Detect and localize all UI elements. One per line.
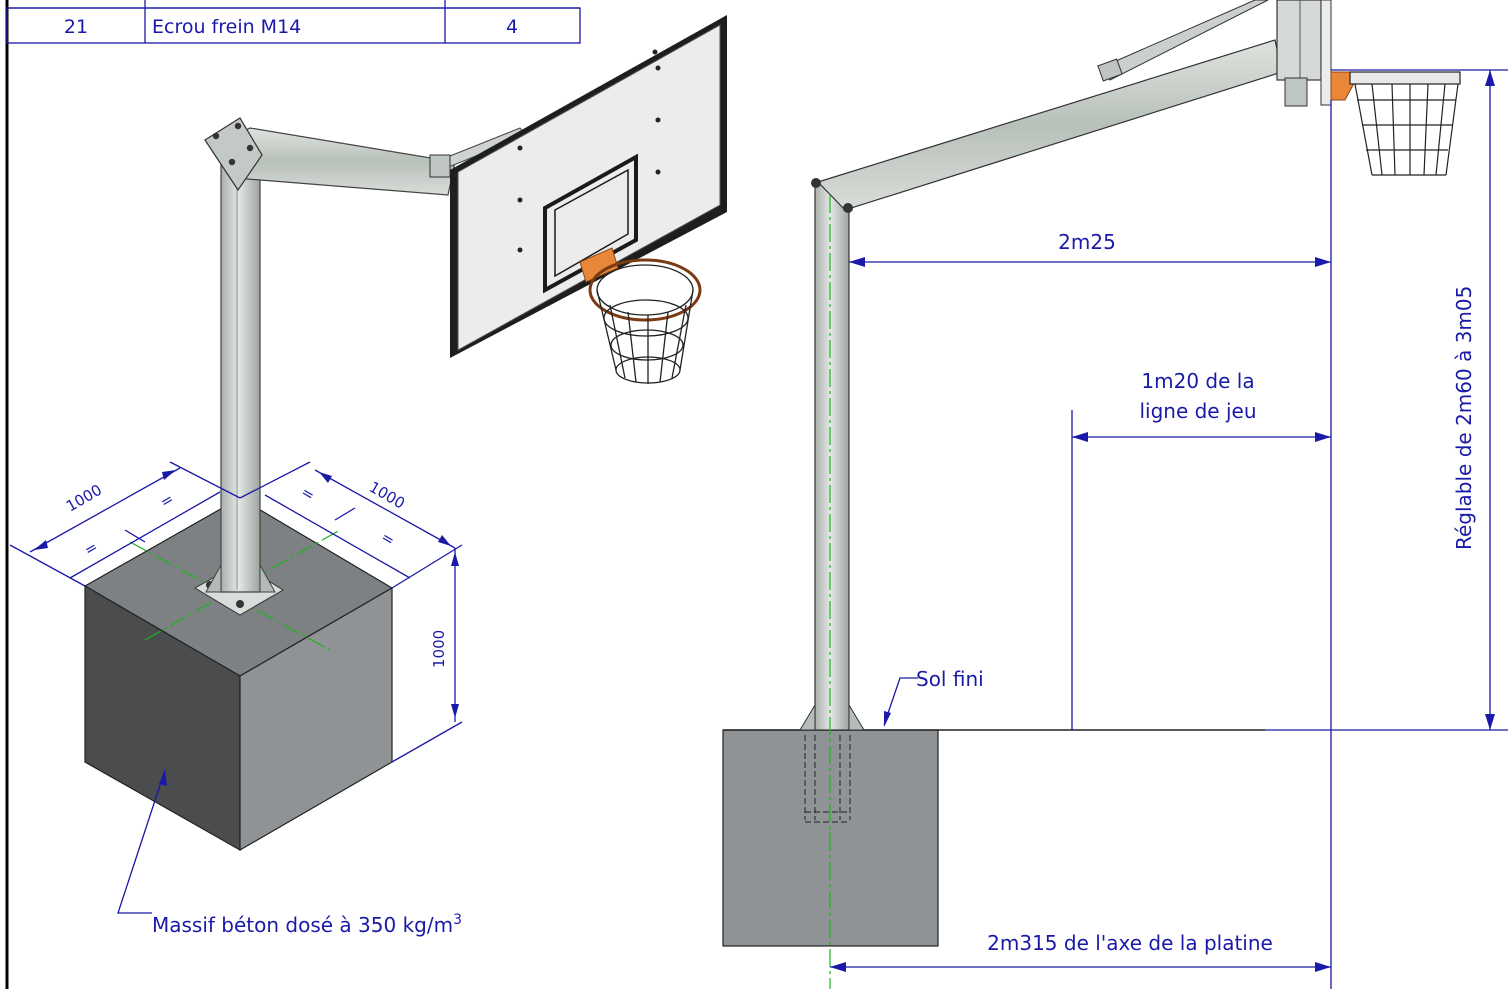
- concrete-note: Massif béton dosé à 350 kg/m3: [152, 912, 462, 937]
- dim-adjustable-height: Réglable de 2m60 à 3m05: [1452, 286, 1476, 550]
- table-cell-quantity: 4: [506, 16, 518, 38]
- parts-table: 21 Ecrou frein M14 4: [6, 0, 581, 44]
- axis-line-iso-1: [129, 541, 331, 651]
- side-view: 2m25 1m20 de la ligne de jeu Réglable de…: [722, 0, 1508, 989]
- dim-reach: 2m25: [1058, 230, 1116, 254]
- iso-post: [220, 149, 261, 593]
- floor-label-leader: [883, 677, 918, 726]
- iso-equal-mark-2: =: [157, 490, 177, 512]
- iso-rim-bracket: [579, 247, 619, 283]
- side-backboard: [1276, 0, 1322, 81]
- iso-target-square: [543, 153, 638, 294]
- iso-equal-mark-3: =: [298, 483, 318, 505]
- concrete-note-superscript: 3: [453, 912, 462, 928]
- side-basket-net: [1349, 71, 1461, 176]
- dim-axis-distance: 2m315 de l'axe de la platine: [987, 931, 1273, 955]
- concrete-note-leader: [117, 769, 166, 914]
- floor-label: Sol fini: [916, 667, 984, 691]
- dim-play-line-2: ligne de jeu: [1139, 399, 1256, 423]
- table-cell-number: 21: [64, 16, 88, 38]
- iso-equal-mark-1: =: [81, 538, 101, 560]
- iso-view: 1000 1000 1000 = = = = Massif béton dosé…: [9, 15, 727, 937]
- iso-dim-height: 1000: [430, 630, 448, 668]
- iso-arm-joint: [204, 117, 263, 192]
- iso-dim-width-right: 1000: [366, 478, 408, 513]
- iso-backboard-face: [457, 24, 721, 351]
- iso-dimensions: [9, 461, 463, 763]
- dim-play-line-1: 1m20 de la: [1141, 369, 1254, 393]
- side-post: [814, 184, 850, 731]
- iso-equal-mark-4: =: [378, 528, 398, 550]
- table-cell-designation: Ecrou frein M14: [152, 16, 301, 38]
- iso-dim-width-left: 1000: [63, 481, 105, 516]
- side-arm: [816, 39, 1283, 211]
- iso-basket-net: [588, 258, 702, 384]
